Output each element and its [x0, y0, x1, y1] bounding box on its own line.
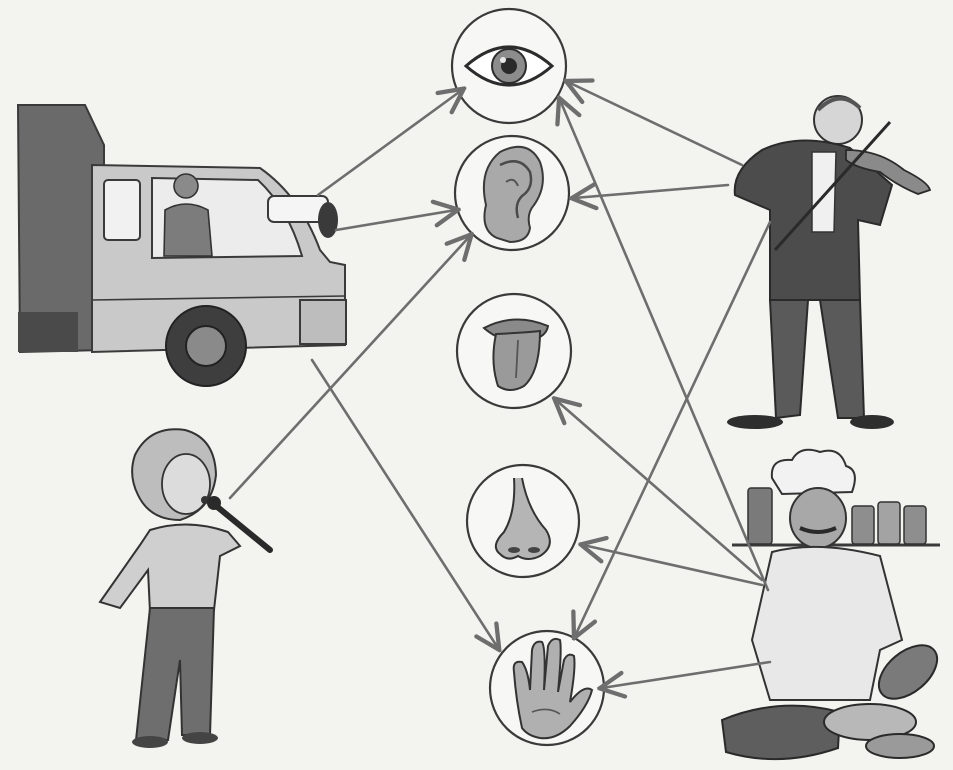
- violinist-icon: [727, 96, 930, 429]
- sense-eye: [452, 9, 566, 123]
- sense-ear: [455, 136, 569, 250]
- sense-hand: [490, 631, 604, 745]
- arrow-truck-to-ear: [336, 210, 456, 230]
- source-chef: [722, 450, 947, 759]
- chef-cooking-icon: [722, 450, 947, 759]
- arrow-chef-to-eye: [560, 100, 768, 590]
- arrow-violinist-to-eye: [568, 82, 742, 165]
- sense-tongue: [457, 294, 571, 408]
- source-truck: [18, 105, 346, 386]
- source-singer: [100, 429, 270, 748]
- child-singing-microphone-icon: [100, 429, 270, 748]
- arrow-chef-to-hand: [602, 662, 770, 688]
- arrow-chef-to-tongue: [556, 400, 762, 580]
- arrow-violinist-to-hand: [575, 222, 770, 636]
- truck-with-driver-icon: [18, 105, 346, 386]
- arrow-truck-to-eye: [318, 90, 462, 195]
- source-violinist: [727, 96, 930, 429]
- sense-nose: [467, 465, 579, 577]
